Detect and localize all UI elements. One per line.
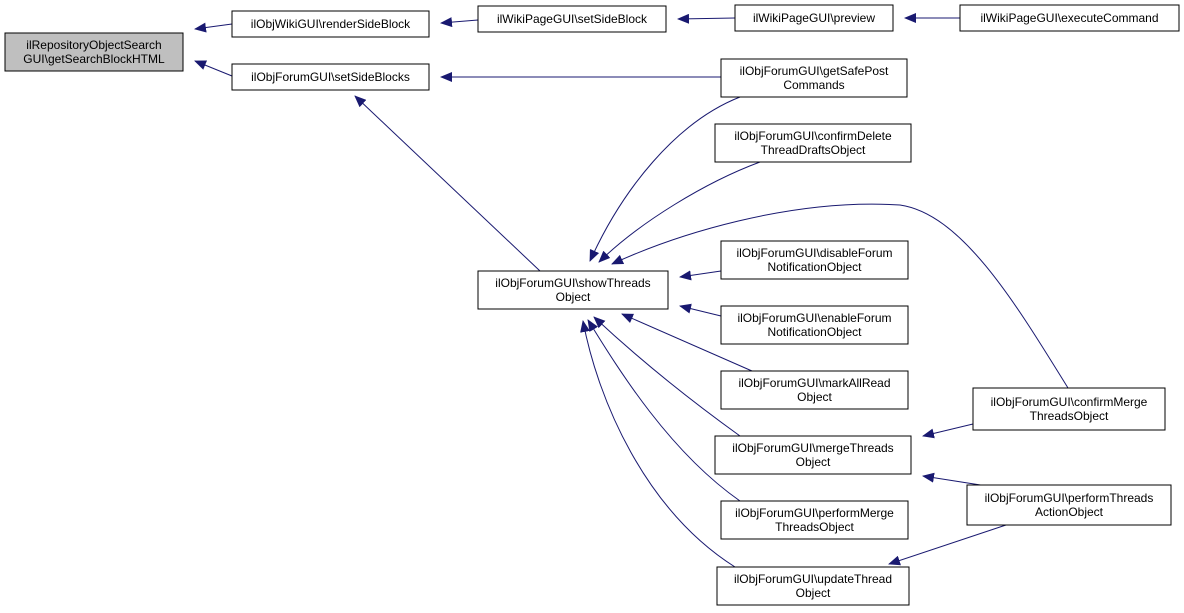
edge-forum_showthreads-to-forum_setside bbox=[354, 95, 541, 272]
node-label-line: ilObjForumGUI\performMerge bbox=[735, 506, 894, 520]
node-box bbox=[734, 4, 894, 32]
edge-forum_setside-to-root bbox=[194, 60, 233, 77]
edge-forum_confirmmerge-to-forum_showthreads bbox=[611, 203, 1069, 389]
node-box bbox=[4, 32, 184, 72]
node-label-line: ilObjForumGUI\showThreads bbox=[495, 276, 650, 290]
node-forum-enable[interactable]: ilObjForumGUI\enableForumNotificationObj… bbox=[720, 305, 909, 345]
node-box bbox=[477, 5, 667, 33]
edges-layer bbox=[194, 13, 1069, 568]
node-box bbox=[477, 270, 669, 310]
edge-forum_enable-to-forum_showthreads bbox=[679, 303, 722, 317]
node-label-line: ilObjWikiGUI\renderSideBlock bbox=[251, 17, 411, 31]
node-label-line: Object bbox=[796, 455, 831, 469]
edge-forum_merge-to-forum_showthreads bbox=[593, 316, 741, 437]
node-label-line: ThreadDraftsObject bbox=[761, 143, 866, 157]
node-label-line: ilWikiPageGUI\setSideBlock bbox=[497, 12, 648, 26]
edge-forum_confirmdelete-to-forum_showthreads bbox=[598, 161, 761, 263]
node-box bbox=[714, 123, 912, 163]
node-box bbox=[720, 370, 909, 410]
node-label-line: Commands bbox=[783, 78, 844, 92]
edge-forum_disable-to-forum_showthreads bbox=[679, 270, 722, 281]
node-label-line: ilObjForumGUI\mergeThreads bbox=[732, 441, 893, 455]
edge-wiki_render-to-root bbox=[194, 22, 233, 33]
node-label-line: NotificationObject bbox=[767, 260, 862, 274]
node-forum-confirmdelete[interactable]: ilObjForumGUI\confirmDeleteThreadDraftsO… bbox=[714, 123, 912, 163]
node-label-line: ilObjForumGUI\performThreads bbox=[985, 491, 1154, 505]
node-label-line: ilWikiPageGUI\executeCommand bbox=[980, 11, 1158, 25]
node-box bbox=[716, 566, 910, 606]
node-label-line: GUI\getSearchBlockHTML bbox=[23, 52, 165, 66]
node-label-line: ThreadsObject bbox=[1030, 409, 1109, 423]
node-label-line: NotificationObject bbox=[767, 325, 862, 339]
nodes-layer: ilRepositoryObjectSearchGUI\getSearchBlo… bbox=[4, 4, 1180, 606]
node-label-line: ilObjForumGUI\confirmDelete bbox=[734, 129, 892, 143]
edge-wikipage_setside-to-wiki_render bbox=[440, 17, 479, 28]
edge-wikipage_preview-to-wikipage_setside bbox=[677, 13, 736, 24]
node-box bbox=[714, 435, 912, 475]
node-box bbox=[972, 387, 1166, 431]
node-label-line: Object bbox=[796, 586, 831, 600]
node-label-line: ilObjForumGUI\enableForum bbox=[737, 311, 891, 325]
edge-forum_markall-to-forum_showthreads bbox=[621, 313, 753, 372]
edge-forum_confirmmerge-to-forum_merge bbox=[922, 423, 974, 439]
node-box bbox=[720, 240, 909, 280]
node-label-line: ilRepositoryObjectSearch bbox=[26, 38, 161, 52]
edge-forum_performthreads-to-forum_update bbox=[888, 524, 1007, 566]
node-label-line: ilObjForumGUI\setSideBlocks bbox=[251, 70, 410, 84]
node-label-line: Object bbox=[797, 390, 832, 404]
node-box bbox=[231, 63, 430, 91]
node-label-line: Object bbox=[556, 290, 591, 304]
node-wikipage-preview[interactable]: ilWikiPageGUI\preview bbox=[734, 4, 894, 32]
node-forum-disable[interactable]: ilObjForumGUI\disableForumNotificationOb… bbox=[720, 240, 909, 280]
node-label-line: ActionObject bbox=[1035, 505, 1104, 519]
node-wiki-render[interactable]: ilObjWikiGUI\renderSideBlock bbox=[231, 10, 430, 38]
node-box bbox=[231, 10, 430, 38]
node-box bbox=[720, 58, 908, 98]
edge-forum_performmerge-to-forum_showthreads bbox=[587, 319, 741, 502]
node-label-line: ilObjForumGUI\disableForum bbox=[736, 246, 892, 260]
node-label-line: ilObjForumGUI\getSafePost bbox=[740, 64, 889, 78]
edge-forum_safepost-to-forum_showthreads bbox=[589, 96, 741, 262]
node-wikipage-setside[interactable]: ilWikiPageGUI\setSideBlock bbox=[477, 5, 667, 33]
node-box bbox=[720, 500, 909, 540]
node-label-line: ThreadsObject bbox=[775, 520, 854, 534]
node-box bbox=[720, 305, 909, 345]
node-label-line: ilObjForumGUI\updateThread bbox=[734, 572, 892, 586]
edge-forum_update-to-forum_showthreads bbox=[580, 320, 736, 568]
node-label-line: ilObjForumGUI\confirmMerge bbox=[991, 395, 1148, 409]
node-box bbox=[966, 484, 1172, 526]
node-wikipage-exec[interactable]: ilWikiPageGUI\executeCommand bbox=[959, 4, 1180, 32]
node-label-line: ilWikiPageGUI\preview bbox=[753, 11, 875, 25]
node-label-line: ilObjForumGUI\markAllRead bbox=[738, 376, 890, 390]
node-forum-setside[interactable]: ilObjForumGUI\setSideBlocks bbox=[231, 63, 430, 91]
node-box bbox=[959, 4, 1180, 32]
node-root[interactable]: ilRepositoryObjectSearchGUI\getSearchBlo… bbox=[4, 32, 184, 72]
